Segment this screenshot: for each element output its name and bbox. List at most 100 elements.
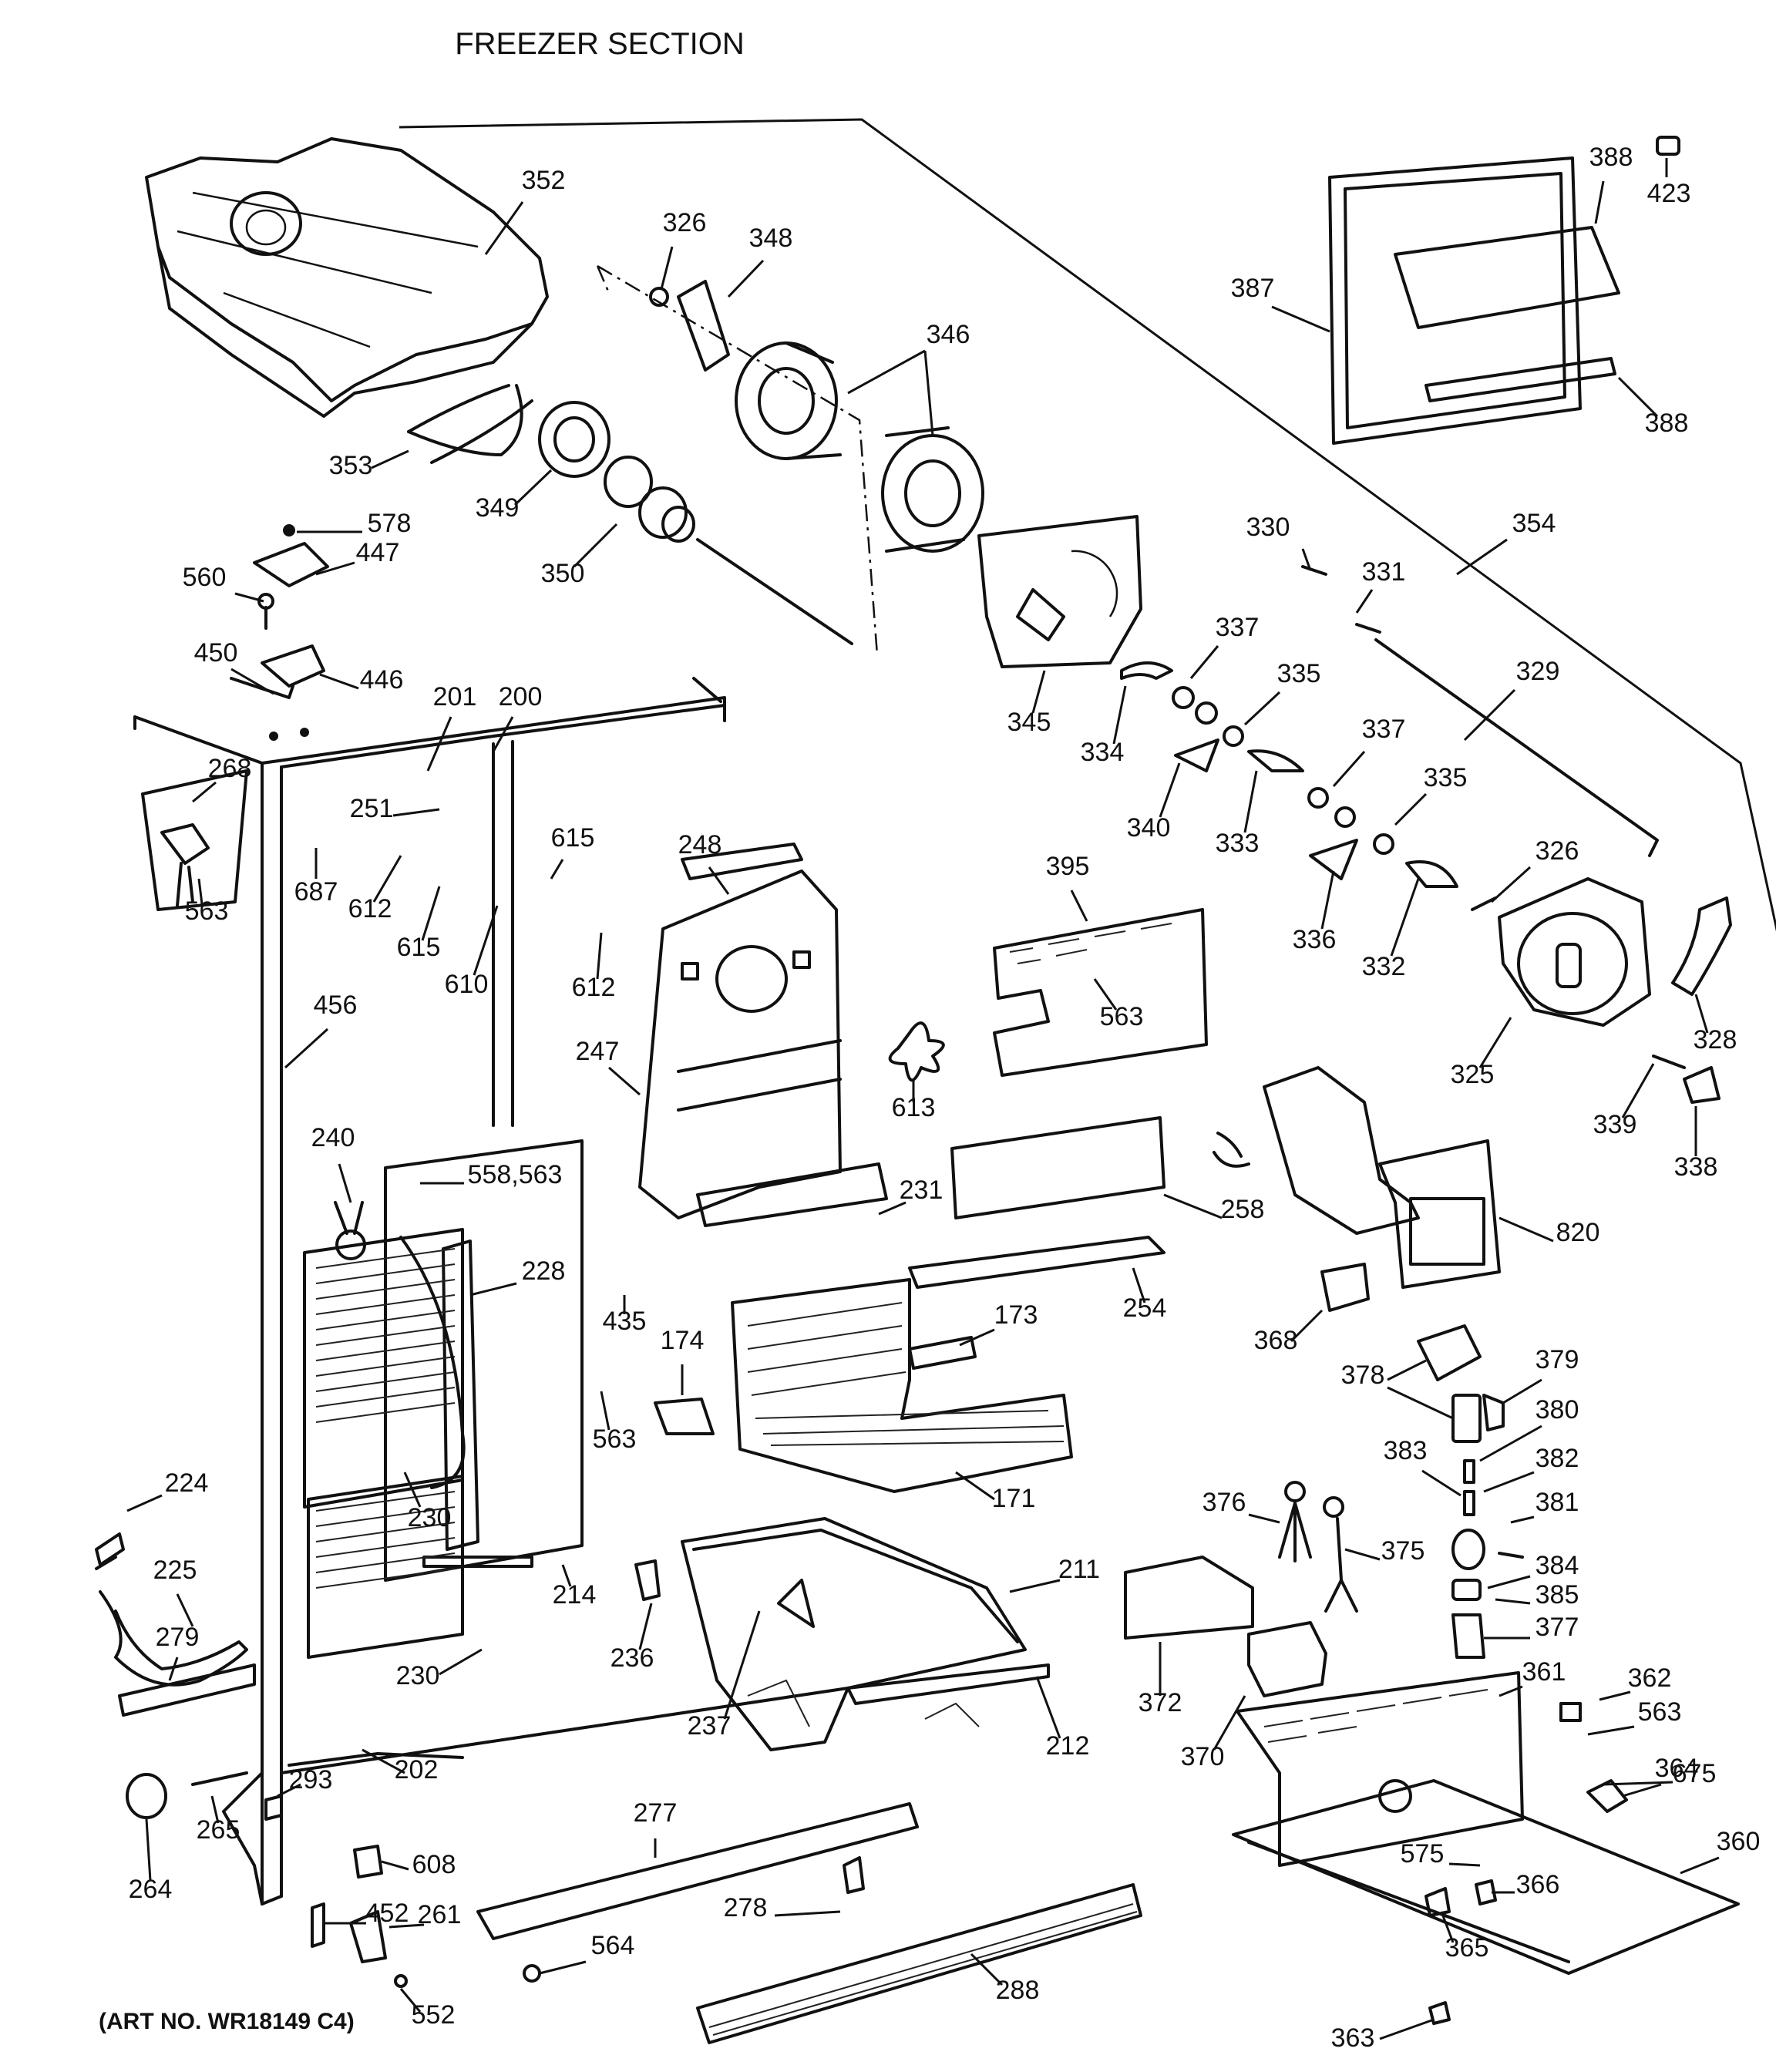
callout-254: 254 — [1123, 1267, 1166, 1323]
leader-line — [484, 201, 524, 255]
part-number-label: 288 — [996, 1976, 1040, 2005]
part-number-label: 171 — [992, 1484, 1036, 1513]
part-number-label: 361 — [1522, 1657, 1566, 1687]
leader-line — [197, 878, 204, 905]
callout-268: 268 — [192, 754, 251, 803]
leader-line — [878, 1201, 906, 1216]
callout-212: 212 — [1035, 1676, 1089, 1761]
callout-293: 293 — [277, 1765, 332, 1798]
part-number-label: 329 — [1516, 657, 1560, 686]
leader-line — [513, 469, 553, 506]
leader-line — [1332, 751, 1366, 787]
part-number-label: 350 — [541, 559, 585, 588]
callout-261: 261 — [388, 1900, 461, 1929]
callout-376: 376 — [1202, 1488, 1280, 1524]
callout-339: 339 — [1593, 1063, 1655, 1139]
leader-line — [1387, 1386, 1454, 1420]
callout-362: 362 — [1599, 1663, 1671, 1701]
leader-line — [955, 1471, 995, 1501]
callout-251: 251 — [350, 794, 440, 823]
leader-line — [469, 1282, 517, 1297]
art-number: (ART NO. WR18149 C4) — [99, 2009, 355, 2034]
part-number-label: 615 — [397, 933, 441, 962]
part-number-label: 558,563 — [468, 1160, 563, 1189]
leader-line — [230, 668, 274, 695]
leader-line — [1621, 1063, 1655, 1118]
callout-612b: 612 — [572, 932, 616, 1002]
callout-435: 435 — [603, 1295, 646, 1336]
leader-line — [1070, 890, 1088, 922]
part-number-label: 240 — [311, 1123, 355, 1152]
part-number-label: 202 — [395, 1755, 439, 1784]
part-number-label: 237 — [688, 1711, 732, 1741]
leader-line — [1379, 2018, 1435, 2040]
callout-230a: 230 — [403, 1472, 451, 1532]
part-number-label: 383 — [1384, 1436, 1428, 1465]
callout-340: 340 — [1127, 762, 1181, 843]
callout-173: 173 — [959, 1300, 1038, 1347]
callout-820: 820 — [1498, 1216, 1600, 1247]
callout-608: 608 — [381, 1850, 456, 1879]
part-number-label: 613 — [892, 1093, 936, 1122]
part-number-label: 388 — [1589, 143, 1633, 172]
leader-line — [126, 1494, 163, 1512]
part-number-label: 278 — [724, 1893, 768, 1922]
diagram-title: FREEZER SECTION — [455, 27, 745, 61]
leader-line — [319, 673, 359, 690]
callout-333: 333 — [1216, 770, 1260, 858]
leader-line — [1189, 645, 1219, 679]
auger-motor-325 — [1498, 877, 1732, 1104]
part-number-label: 325 — [1451, 1060, 1495, 1089]
part-number-label: 333 — [1216, 829, 1260, 858]
part-number-label: 334 — [1081, 738, 1125, 767]
callout-370: 370 — [1181, 1695, 1246, 1771]
leader-line — [1093, 978, 1118, 1011]
part-number-label: 578 — [368, 509, 412, 538]
callout-563b: 563 — [1093, 978, 1143, 1031]
leader-line — [362, 1748, 405, 1774]
callout-363: 363 — [1331, 2018, 1435, 2053]
leader-line — [1617, 376, 1659, 418]
part-number-label: 228 — [522, 1256, 566, 1286]
callout-202: 202 — [362, 1748, 439, 1784]
part-number-label: 820 — [1556, 1218, 1600, 1247]
callout-258: 258 — [1163, 1193, 1264, 1224]
callout-336: 336 — [1293, 870, 1336, 954]
leader-line — [338, 1163, 352, 1203]
callout-558_563: 558,563 — [420, 1160, 562, 1189]
leader-line — [1498, 1216, 1554, 1243]
callout-352: 352 — [484, 166, 565, 255]
evaporator-cover-214 — [303, 1139, 584, 1659]
callout-231: 231 — [878, 1176, 943, 1216]
auger-assembly — [538, 264, 984, 656]
part-number-label: 200 — [499, 682, 543, 711]
dispenser-housing-outline — [399, 118, 1776, 932]
callout-563d: 563 — [1587, 1697, 1681, 1736]
leader-line — [1159, 762, 1181, 818]
part-number-label: 173 — [994, 1300, 1038, 1330]
part-number-label: 385 — [1536, 1580, 1579, 1610]
leader-line — [210, 1795, 220, 1824]
callout-687: 687 — [294, 848, 338, 906]
leader-line — [1031, 670, 1046, 714]
leader-line — [1009, 1579, 1061, 1593]
callout-331: 331 — [1355, 557, 1405, 614]
part-number-label: 230 — [396, 1661, 440, 1690]
part-number-label: 377 — [1536, 1613, 1579, 1642]
part-number-label: 365 — [1445, 1933, 1489, 1963]
callout-384: 384 — [1487, 1551, 1579, 1589]
leader-line — [1587, 1725, 1635, 1736]
leader-line — [1510, 1515, 1535, 1524]
lower-left-parts — [95, 1532, 408, 1988]
callout-675: 675 — [1603, 1759, 1716, 1788]
callout-366: 366 — [1492, 1870, 1559, 1899]
leader-line — [561, 1564, 572, 1587]
part-number-label: 612 — [572, 973, 616, 1002]
callout-349: 349 — [476, 469, 553, 523]
part-number-label: 447 — [356, 538, 400, 567]
callout-364: 364 — [1622, 1754, 1698, 1798]
callout-388a: 388 — [1589, 143, 1633, 224]
leader-line — [959, 1328, 995, 1347]
leader-line — [1594, 180, 1605, 224]
